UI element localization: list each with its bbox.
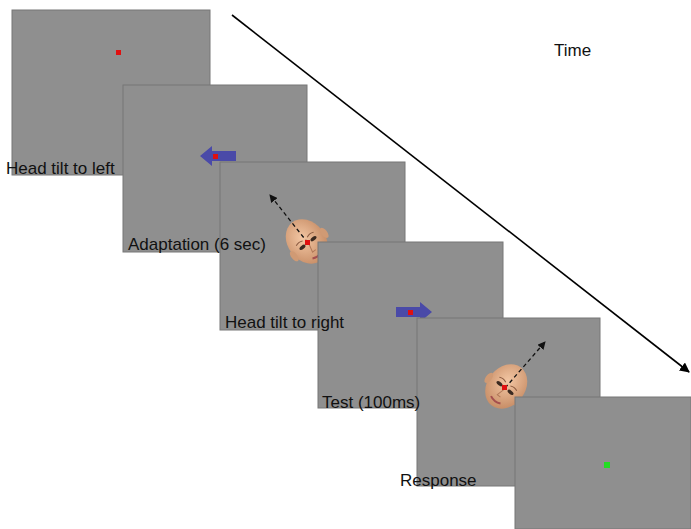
tilt-axis — [270, 195, 308, 243]
fixation-dot — [408, 310, 413, 315]
tilt-axis — [505, 342, 545, 388]
response-dot — [604, 462, 610, 468]
step-label: Head tilt to left — [6, 158, 116, 179]
step-label: Response — [400, 470, 510, 491]
fixation-dot — [305, 240, 310, 245]
step-label: Adaptation (6 sec) — [128, 234, 288, 255]
fixation-dot — [502, 385, 507, 390]
screen-frame — [515, 397, 691, 529]
fixation-dot — [116, 50, 121, 55]
step-label: Time — [554, 40, 614, 61]
fixation-dot — [213, 154, 218, 159]
step-label: Test (100ms) — [322, 392, 462, 413]
step-label: Head tilt to right — [225, 312, 385, 333]
